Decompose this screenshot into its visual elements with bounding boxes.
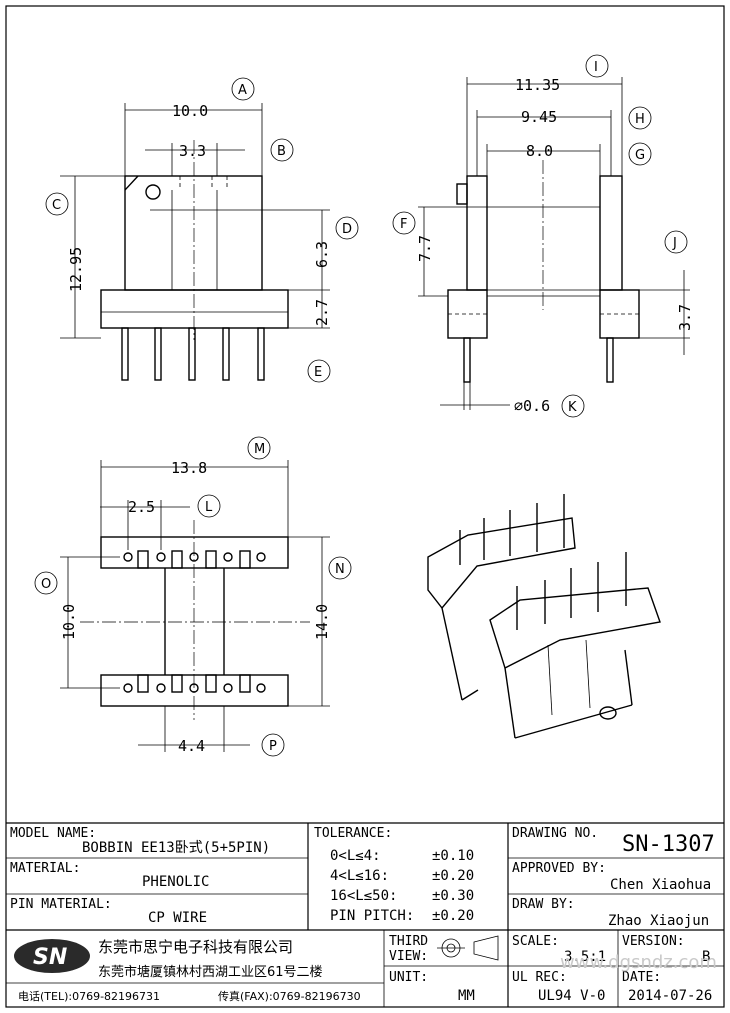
title-block: MODEL NAME: BOBBIN EE13卧式(5+5PIN) MATERI…	[6, 822, 724, 1007]
tol-value-1: ±0.10	[432, 848, 474, 864]
material-label: MATERIAL:	[10, 861, 80, 876]
date-label: DATE:	[622, 970, 661, 985]
tol-range-2: 4<L≤16:	[330, 868, 389, 884]
dim-f-value: 7.7	[416, 235, 434, 262]
front-base	[100, 289, 289, 329]
callout-e: E	[314, 365, 322, 380]
unit-value: MM	[458, 988, 475, 1004]
approved-by: Chen Xiaohua	[610, 877, 711, 893]
top-pin-holes	[123, 552, 266, 693]
dim-p-value: 4.4	[178, 737, 205, 755]
callout-n: N	[335, 562, 345, 577]
callout-d: D	[342, 222, 352, 237]
company-address: 东莞市塘厦镇林村西湖工业区61号二楼	[98, 964, 323, 980]
pin-material-label: PIN MATERIAL:	[10, 897, 112, 912]
callout-i: I	[594, 60, 598, 75]
dim-l-value: 2.5	[128, 498, 155, 516]
dim-b-value: 3.3	[179, 142, 206, 160]
side-right-base	[599, 289, 640, 339]
front-pins	[121, 327, 265, 381]
ul-label: UL REC:	[512, 970, 567, 985]
dim-d-value: 6.3	[313, 241, 331, 268]
dim-i-value: 11.35	[515, 76, 560, 94]
material-value: PHENOLIC	[142, 874, 209, 890]
front-view: 10.0 3.3 12.95 6.3 2.7	[60, 102, 331, 381]
top-lower-flange	[100, 674, 289, 707]
side-right-pin	[606, 337, 614, 383]
third-view-label-1: THIRD	[389, 934, 428, 949]
top-view: 13.8 2.5 10.0 14.0 4.4	[60, 459, 331, 755]
callout-h: H	[635, 112, 645, 127]
callout-k: K	[568, 400, 577, 415]
company-logo	[14, 939, 90, 973]
side-left-pin	[463, 337, 471, 383]
dim-g-value: 8.0	[526, 142, 553, 160]
isometric-view	[427, 494, 661, 739]
ul-value: UL94 V-0	[538, 988, 605, 1004]
pin1-mark	[145, 184, 161, 200]
draw-label: DRAW BY:	[512, 897, 575, 912]
tol-range-3: 16<L≤50:	[330, 888, 397, 904]
third-view-label-2: VIEW:	[389, 949, 428, 964]
callout-g: G	[635, 148, 645, 163]
model-label: MODEL NAME:	[10, 826, 96, 841]
callout-f: F	[400, 217, 407, 232]
callout-b: B	[277, 144, 286, 159]
draw-by: Zhao Xiaojun	[608, 913, 709, 929]
callout-m: M	[254, 442, 265, 457]
dim-m-value: 13.8	[171, 459, 207, 477]
tol-value-2: ±0.20	[432, 868, 474, 884]
tol-range-1: 0<L≤4:	[330, 848, 381, 864]
dim-k-value: ⌀0.6	[514, 397, 550, 415]
side-left-flange	[466, 175, 488, 291]
scale-label: SCALE:	[512, 934, 559, 949]
logo-text: SN	[33, 945, 67, 970]
side-view: 11.35 9.45 8.0 7.7 3.7 ⌀0.6	[416, 76, 694, 415]
callout-o: O	[41, 577, 51, 592]
company-name: 东莞市思宁电子科技有限公司	[98, 938, 293, 956]
watermark: www.dgsndz.com	[560, 952, 717, 973]
tol-range-4: PIN PITCH:	[330, 908, 414, 924]
dim-n-value: 14.0	[313, 604, 331, 640]
side-left-base	[447, 289, 488, 339]
callout-c: C	[52, 198, 61, 213]
dim-d2-value: 2.7	[313, 299, 331, 326]
dim-j-value: 3.7	[676, 304, 694, 331]
version-label: VERSION:	[622, 934, 685, 949]
approved-label: APPROVED BY:	[512, 861, 606, 876]
third-angle-projection-icon	[437, 935, 499, 961]
dim-o-value: 10.0	[60, 604, 78, 640]
unit-label: UNIT:	[389, 970, 428, 985]
company-fax: 传真(FAX):0769-82196730	[218, 989, 361, 1003]
version-value: B	[702, 949, 710, 965]
company-tel: 电话(TEL):0769-82196731	[18, 990, 160, 1003]
scale-value: 3.5:1	[564, 949, 606, 965]
callout-a: A	[238, 83, 247, 98]
top-slots	[137, 550, 251, 693]
sheet-border	[5, 5, 725, 1008]
callout-l: L	[205, 500, 213, 515]
drawing-no-label: DRAWING NO.	[512, 826, 598, 841]
callout-j: J	[672, 236, 677, 251]
top-upper-flange	[100, 536, 289, 569]
tolerance-label: TOLERANCE:	[314, 826, 392, 841]
drawing-no: SN-1307	[622, 832, 715, 857]
side-right-flange	[599, 175, 623, 291]
callout-p: P	[269, 739, 277, 754]
date-value: 2014-07-26	[628, 988, 712, 1004]
pin-material-value: CP WIRE	[148, 910, 207, 926]
dim-a-value: 10.0	[172, 102, 208, 120]
tol-value-4: ±0.20	[432, 908, 474, 924]
tol-value-3: ±0.30	[432, 888, 474, 904]
dim-h-value: 9.45	[521, 108, 557, 126]
dim-c-value: 12.95	[67, 247, 85, 292]
model-value: BOBBIN EE13卧式(5+5PIN)	[82, 840, 270, 856]
